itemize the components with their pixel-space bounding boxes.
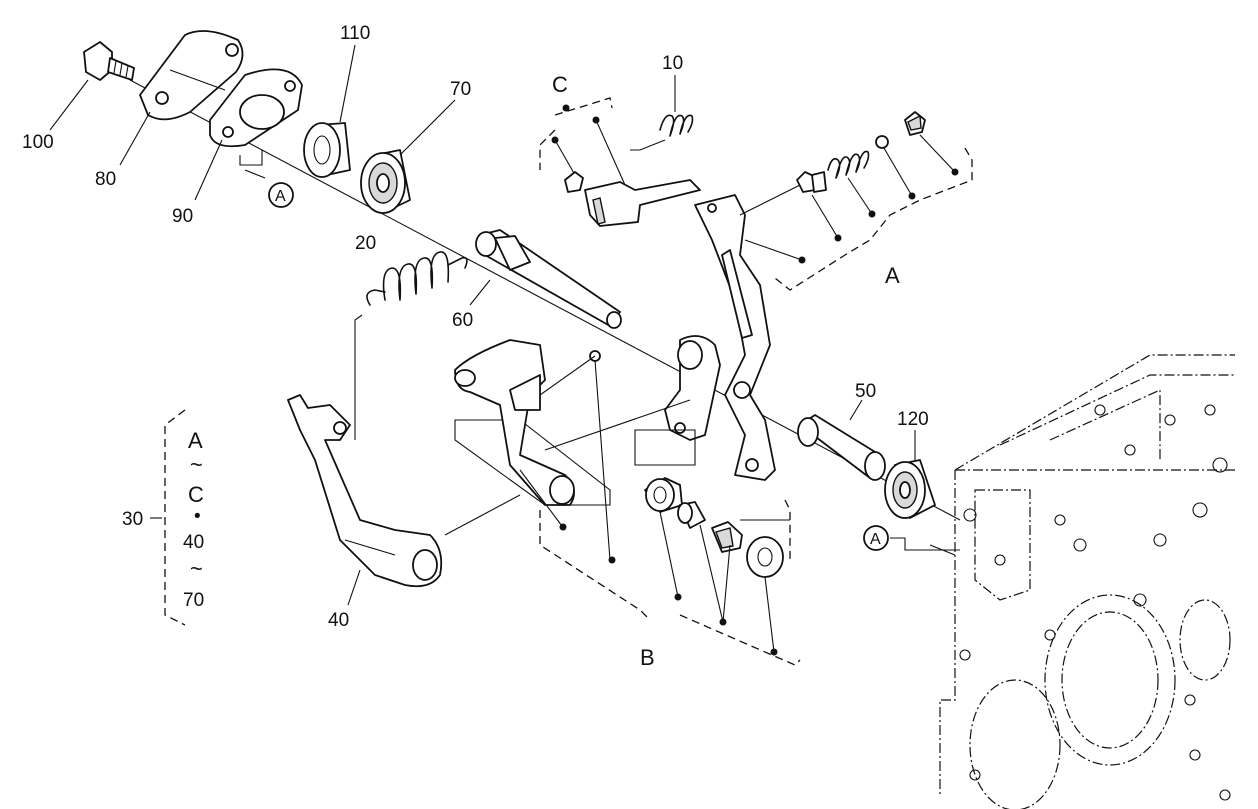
label-part-90: 90 xyxy=(172,206,193,227)
label-part-70: 70 xyxy=(450,79,471,100)
part-10-spring xyxy=(659,114,694,137)
label-part-80: 80 xyxy=(95,169,116,190)
shaft-axis-line xyxy=(129,79,961,521)
leader-60 xyxy=(469,279,491,306)
part-60-shaft xyxy=(475,229,622,329)
ref-a-top-arrow xyxy=(244,169,266,179)
leader-70 xyxy=(399,99,456,156)
lever-link-line xyxy=(444,494,521,536)
range-note-a: A xyxy=(188,428,203,453)
label-part-40: 40 xyxy=(328,610,349,631)
group-c-assembly xyxy=(539,97,701,227)
label-part-120: 120 xyxy=(897,409,929,430)
ref-a-top-label: A xyxy=(275,188,286,205)
governor-arm-plate xyxy=(544,194,790,521)
ref-a-bottom-label: A xyxy=(870,531,881,548)
leader-80 xyxy=(119,111,151,166)
range-note-bracket xyxy=(164,409,186,626)
group-b-assembly xyxy=(539,477,801,666)
range-note-c: C xyxy=(188,482,204,507)
ref-a-bottom-arrow xyxy=(929,544,956,556)
part-110-bushing xyxy=(303,122,351,178)
ref-a-top-circle xyxy=(268,182,294,208)
leader-90 xyxy=(194,139,223,201)
label-part-110: 110 xyxy=(340,23,370,44)
range-note-40: 40 xyxy=(183,532,204,553)
label-part-60: 60 xyxy=(452,310,473,331)
group-c-label: C xyxy=(552,72,568,97)
leader-100 xyxy=(49,79,89,131)
label-part-50: 50 xyxy=(855,381,876,402)
range-note-tilde-1: ~ xyxy=(190,452,203,477)
label-part-30: 30 xyxy=(122,509,143,530)
label-part-10: 10 xyxy=(662,53,683,74)
engine-block xyxy=(939,354,1235,809)
part-100-bolt xyxy=(83,41,135,81)
leader-50 xyxy=(849,399,863,421)
ref-a-top-bracket xyxy=(239,150,263,166)
range-note-bullet: • xyxy=(194,506,201,527)
label-part-20: 20 xyxy=(355,233,376,254)
spring-link-line xyxy=(354,314,363,440)
part-120-bearing xyxy=(884,459,936,519)
ref-a-bottom-circle xyxy=(863,525,889,551)
group-a-label: A xyxy=(885,263,900,288)
range-note-70: 70 xyxy=(183,590,204,611)
part-90-gasket xyxy=(209,68,303,148)
range-note-tilde-2: ~ xyxy=(190,556,203,581)
leader-110 xyxy=(339,44,356,123)
part-20-spring xyxy=(366,251,468,306)
part-50-sleeve xyxy=(797,414,886,481)
part-80-cover-plate xyxy=(139,30,244,121)
part-70-bearing xyxy=(360,149,411,214)
label-part-100: 100 xyxy=(22,132,54,153)
leader-40 xyxy=(347,569,361,606)
part-40-lever xyxy=(287,394,443,588)
governor-lever-assembly xyxy=(454,339,611,561)
ref-a-bottom-bracket xyxy=(890,537,960,551)
group-a-assembly xyxy=(739,111,973,291)
group-b-label: B xyxy=(640,645,655,670)
